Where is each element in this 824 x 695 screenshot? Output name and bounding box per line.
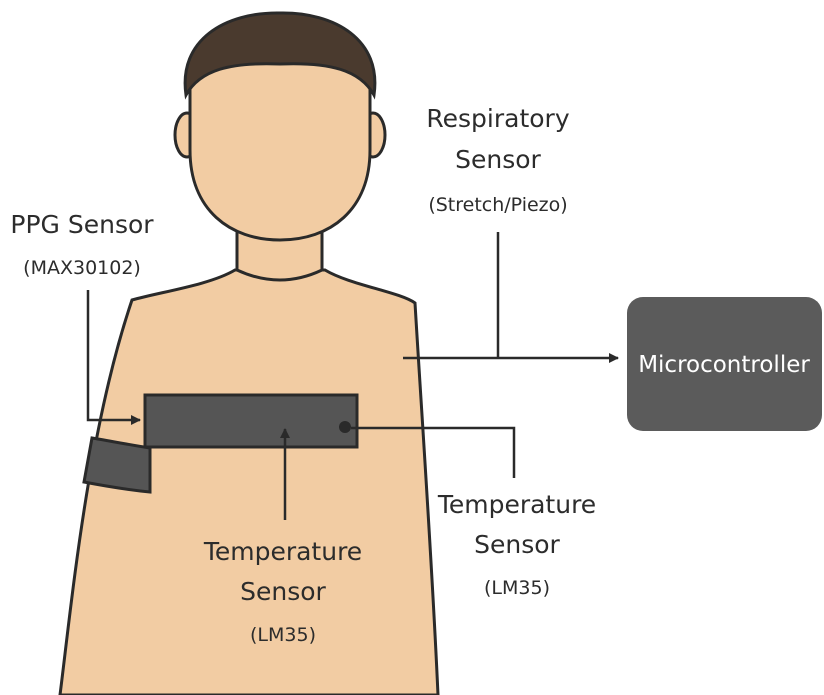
ppg-label-line1: PPG Sensor — [10, 210, 154, 239]
temp-center-label-line1: Temperature — [203, 537, 362, 566]
arm-band — [84, 438, 150, 492]
ppg-label-sub: (MAX30102) — [23, 257, 141, 279]
chest-strap — [145, 395, 357, 447]
respiratory-label-line2: Sensor — [455, 145, 541, 174]
temperature-sensor-dot — [339, 421, 351, 433]
temp-center-label-line2: Sensor — [240, 577, 326, 606]
temp-right-label-sub: (LM35) — [484, 577, 550, 599]
respiratory-label-sub: (Stretch/Piezo) — [428, 194, 567, 216]
microcontroller-label: Microcontroller — [638, 352, 810, 378]
temp-right-label-line2: Sensor — [474, 530, 560, 559]
temp-center-label-sub: (LM35) — [250, 624, 316, 646]
respiratory-label-line1: Respiratory — [426, 104, 569, 133]
temp-right-label-line1: Temperature — [437, 490, 596, 519]
